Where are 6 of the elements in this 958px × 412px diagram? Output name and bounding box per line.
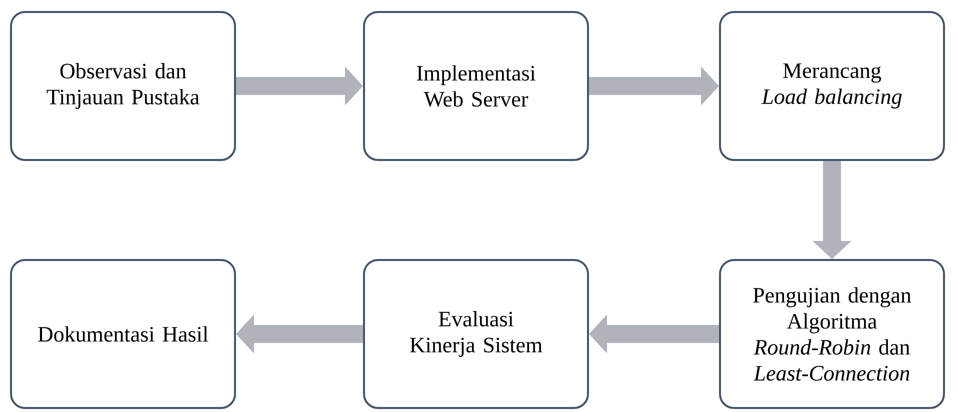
process-box: Evaluasi Kinerja Sistem — [363, 259, 589, 409]
process-box: Dokumentasi Hasil — [10, 259, 236, 409]
process-box: Merancang Load balancing — [719, 11, 945, 161]
process-box: Observasi dan Tinjauan Pustaka — [10, 11, 236, 161]
process-box: Implementasi Web Server — [363, 11, 589, 161]
process-box: Pengujian dengan Algoritma Round-Robin dan Least-Connection — [719, 259, 945, 409]
